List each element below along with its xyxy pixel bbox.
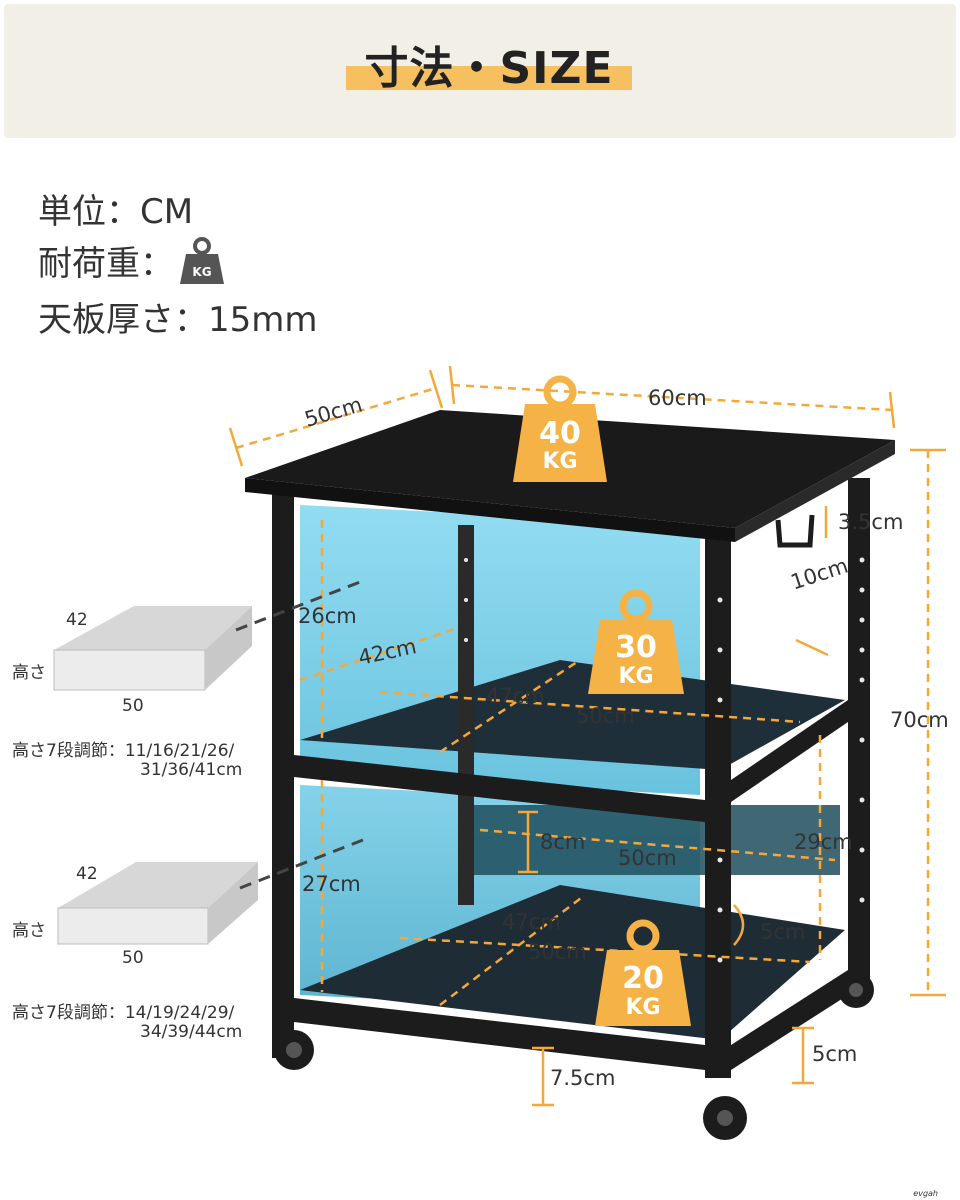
upper-box-illustration [53, 580, 361, 691]
front-left-post [272, 488, 294, 1058]
weight-bottom-num: 20 [622, 961, 664, 996]
lower-box-depth: 42 [76, 864, 98, 884]
title-highlight [346, 66, 632, 90]
load-spec: 耐荷重： KG [38, 236, 226, 295]
unit-spec: 単位：CM [38, 192, 194, 232]
dimension-ticks [228, 365, 946, 1107]
tabletop-edge [245, 478, 735, 542]
weight-middle-num: 30 [615, 630, 657, 665]
dim-upper-clearance: 26cm [298, 604, 357, 628]
side-handle [775, 514, 815, 548]
upper-box-adjust-values: 31/36/41cm [140, 760, 243, 780]
dim-slot-5: 5cm [760, 920, 806, 944]
weight-icon: KG [178, 236, 226, 295]
dim-lower-shelf-width: 50cm [528, 940, 587, 964]
dim-lower-shelf-inner: 47cm [502, 910, 561, 934]
lower-box-adjust-label: 高さ7段調節：14/19/24/29/ [12, 1003, 235, 1023]
caster-wheels [274, 972, 874, 1140]
dim-upper-shelf-inner: 47cm [486, 684, 545, 708]
bottom-beam [294, 998, 705, 1070]
dim-caster-5: 5cm [812, 1042, 858, 1066]
dim-side-29: 29cm [794, 830, 853, 854]
weight-top-num: 40 [539, 416, 581, 451]
dimension-lines [235, 383, 930, 1006]
dim-lower-clearance: 27cm [302, 872, 361, 896]
title-block: 寸法・SIZE [346, 26, 632, 100]
dim-bar-width: 50cm [618, 846, 677, 870]
weight-icon-label: KG [192, 265, 211, 279]
middle-side-beam [731, 700, 848, 802]
adjust-holes [464, 557, 865, 963]
weight-bottom-unit: KG [625, 995, 660, 1020]
weight-badge-bottom: 20 KG [595, 919, 691, 1026]
dim-upper-shelf-width: 50cm [576, 704, 635, 728]
upper-box-adjust-label: 高さ7段調節：11/16/21/26/ [12, 741, 235, 761]
upper-box-height-label: 高さ [12, 663, 46, 683]
dim-width-top: 60cm [648, 386, 707, 410]
dim-gap-8: 8cm [540, 830, 586, 854]
back-crossbar [470, 805, 840, 875]
upper-box-depth: 42 [66, 610, 88, 630]
weight-middle-unit: KG [618, 664, 653, 689]
weight-badge-middle: 30 KG [588, 589, 684, 694]
bottom-side-beam [731, 970, 848, 1070]
brand-mark: evgah [913, 1189, 938, 1198]
dim-handle-h: 3.5cm [838, 510, 904, 534]
lower-box-height-label: 高さ [12, 921, 46, 941]
lower-box-illustration [57, 836, 369, 945]
load-label: 耐荷重： [38, 244, 174, 284]
dim-height-total: 70cm [890, 708, 949, 732]
front-right-post [705, 528, 731, 1078]
back-left-post [458, 525, 474, 905]
weight-badge-top: 40 KG [513, 375, 607, 482]
lower-box-adjust-values: 34/39/44cm [140, 1022, 243, 1042]
upper-box-width: 50 [122, 696, 144, 716]
thickness-spec: 天板厚さ：15mm [38, 300, 318, 340]
page-title: 寸法・SIZE [364, 43, 614, 94]
weight-top-unit: KG [542, 449, 577, 474]
back-right-post [848, 478, 870, 998]
lower-box-width: 50 [122, 948, 144, 968]
middle-beam [294, 755, 705, 822]
dim-wheel-gap: 7.5cm [550, 1066, 616, 1090]
